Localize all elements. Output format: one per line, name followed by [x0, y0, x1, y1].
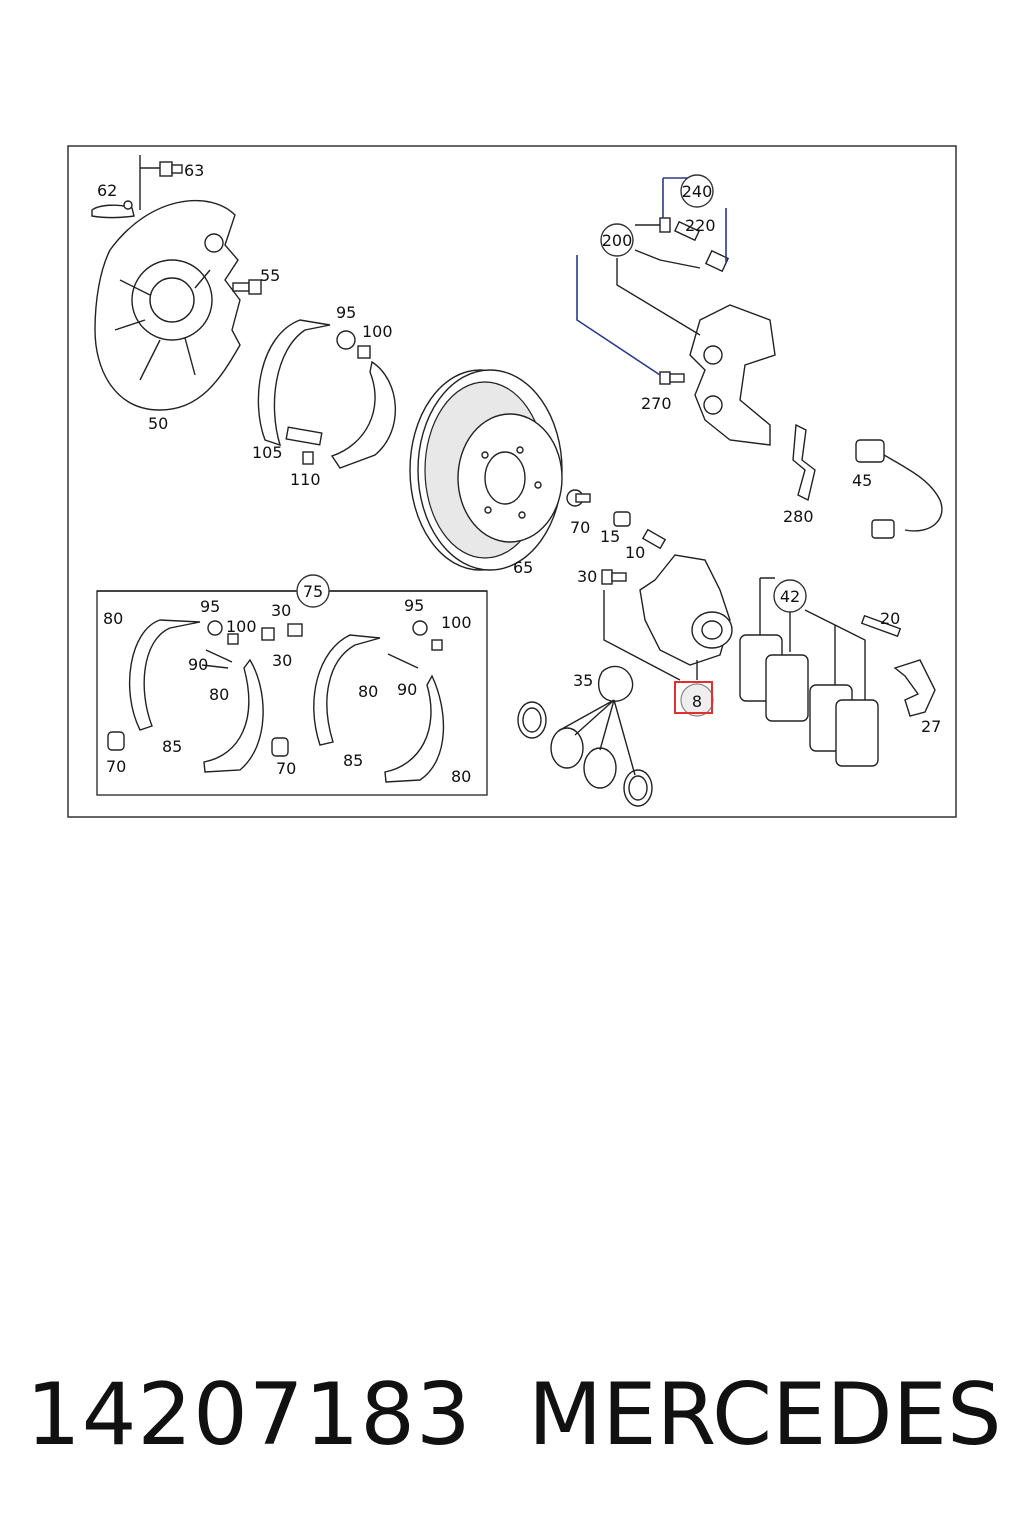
- label-10: 10: [625, 543, 645, 562]
- part-number: 14207183: [26, 1365, 472, 1465]
- brake-pads-part[interactable]: [739, 634, 879, 767]
- label-27: 27: [921, 717, 941, 736]
- callout-42-circle: [773, 579, 807, 613]
- adjuster-95-100-part[interactable]: [336, 330, 371, 359]
- kit-label-85-a: 85: [162, 737, 182, 756]
- label-100-upper: 100: [362, 322, 393, 341]
- label-45: 45: [852, 471, 872, 490]
- label-65: 65: [513, 558, 533, 577]
- label-50: 50: [148, 414, 168, 433]
- bolt-270-part[interactable]: [659, 371, 685, 385]
- callout-200-circle: [600, 223, 634, 257]
- kit-label-95-b: 95: [404, 596, 424, 615]
- spring-280-part[interactable]: [792, 423, 816, 502]
- cap-15-part[interactable]: [613, 511, 631, 527]
- leader-lines: [97, 177, 866, 776]
- brand-name: MERCEDES: [528, 1365, 1002, 1465]
- bleeder-10-part[interactable]: [641, 528, 667, 550]
- label-63: 63: [184, 161, 204, 180]
- bolt-63-part[interactable]: [139, 155, 183, 210]
- guide-pins-220-part[interactable]: [659, 217, 730, 273]
- callout-240-circle: [680, 174, 714, 208]
- label-30: 30: [577, 567, 597, 586]
- label-42: 42: [780, 587, 800, 606]
- kit-label-30-b: 30: [272, 651, 292, 670]
- kit-label-70-a: 70: [106, 757, 126, 776]
- label-15: 15: [600, 527, 620, 546]
- brake-disc-part[interactable]: [409, 369, 563, 571]
- clip-62-part[interactable]: [91, 200, 135, 219]
- brake-caliper-part[interactable]: [639, 554, 733, 666]
- label-270: 270: [641, 394, 672, 413]
- caption-bar: 14207183 MERCEDES: [0, 1360, 1024, 1470]
- kit-label-70-b: 70: [276, 759, 296, 778]
- highlight-box-8[interactable]: [674, 681, 713, 714]
- shoe-kit-right-part[interactable]: [313, 620, 445, 783]
- wear-sensor-45-part[interactable]: [855, 439, 943, 539]
- label-75: 75: [303, 582, 323, 601]
- kit-label-95-a: 95: [200, 597, 220, 616]
- kit-label-100-a: 100: [226, 617, 257, 636]
- kit-label-100-b: 100: [441, 613, 472, 632]
- parking-brake-shoe-upper[interactable]: [257, 319, 396, 469]
- shoe-kit-left-part[interactable]: [107, 619, 303, 773]
- label-240: 240: [682, 182, 713, 201]
- callout-75-circle: [296, 574, 330, 608]
- kit-label-85-b: 85: [343, 751, 363, 770]
- spring-27-part[interactable]: [893, 659, 936, 717]
- label-110: 110: [290, 470, 321, 489]
- kit-label-90-a: 90: [188, 655, 208, 674]
- dust-shield-part[interactable]: [94, 199, 241, 411]
- screw-70-part[interactable]: [566, 489, 591, 507]
- parts-diagram: 62 63 55 50 95 100 105 110 65 70 15 10 3…: [67, 145, 957, 818]
- kit-label-90-b: 90: [397, 680, 417, 699]
- kit-label-80-a: 80: [103, 609, 123, 628]
- kit-label-80-d: 80: [451, 767, 471, 786]
- label-220: 220: [685, 216, 716, 235]
- brake-exploded-view: 62 63 55 50 95 100 105 110 65 70 15 10 3…: [67, 145, 957, 818]
- kit-label-80-c: 80: [358, 682, 378, 701]
- pin-20-part[interactable]: [860, 614, 902, 638]
- bolt-30-part[interactable]: [601, 569, 627, 585]
- label-62: 62: [97, 181, 117, 200]
- label-200: 200: [602, 231, 633, 250]
- label-8: 8: [692, 692, 702, 711]
- bolt-55-part[interactable]: [232, 279, 262, 295]
- label-20: 20: [880, 609, 900, 628]
- label-95-upper: 95: [336, 303, 356, 322]
- seal-kit-part[interactable]: [517, 665, 653, 807]
- label-55: 55: [260, 266, 280, 285]
- diagram-frame: [67, 145, 957, 818]
- label-35: 35: [573, 671, 593, 690]
- kit-label-30-a: 30: [271, 601, 291, 620]
- kit-label-80-b: 80: [209, 685, 229, 704]
- caliper-carrier-part[interactable]: [689, 304, 776, 446]
- label-280: 280: [783, 507, 814, 526]
- label-70: 70: [570, 518, 590, 537]
- label-105: 105: [252, 443, 283, 462]
